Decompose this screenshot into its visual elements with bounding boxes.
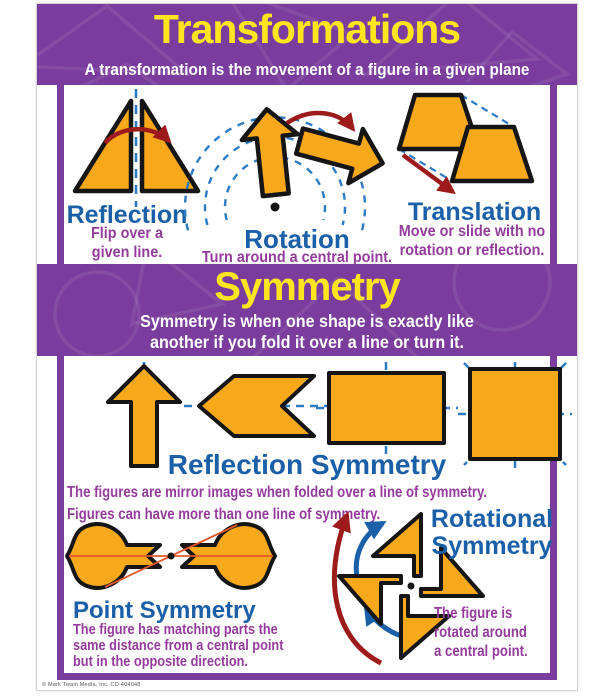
reflection-symmetry-heading: Reflection Symmetry bbox=[167, 449, 447, 480]
symmetry-subtitle: Symmetry is when one shape is exactly li… bbox=[140, 311, 474, 352]
reflection-symmetry-text: The figures are mirror images when folde… bbox=[67, 484, 488, 523]
rotational-symmetry-heading: Rotational Symmetry bbox=[430, 505, 554, 560]
arrow-shape bbox=[106, 364, 182, 468]
right-triangle bbox=[139, 98, 201, 194]
left-triangle bbox=[72, 98, 134, 194]
square-shape bbox=[468, 367, 562, 461]
pinwheel bbox=[337, 512, 485, 660]
flip-arrow bbox=[103, 124, 172, 145]
pinwheel-blade-up bbox=[371, 512, 423, 578]
rotation-caption: Turn around a central point. bbox=[201, 249, 393, 266]
rotation-arrow-top bbox=[353, 520, 387, 578]
rotation-shape-rotated bbox=[293, 126, 385, 186]
transformations-header-band: Transformations A transformation is the … bbox=[37, 4, 577, 85]
reflection-figure bbox=[72, 89, 201, 207]
rotation-arrow-outer bbox=[332, 511, 383, 666]
rotation-heading: Rotation bbox=[244, 224, 350, 254]
trapezoid-translated bbox=[449, 124, 535, 184]
reflection-heading: Reflection bbox=[66, 201, 188, 229]
transformations-section: Reflection Flip over a given line. bbox=[37, 85, 577, 266]
poster-subtitle: A transformation is the movement of a fi… bbox=[84, 60, 530, 79]
poster-title: Transformations bbox=[153, 6, 461, 52]
rotational-symmetry-figure bbox=[332, 511, 485, 666]
translation-caption: Move or slide with no rotation or reflec… bbox=[398, 223, 546, 259]
central-point-dot bbox=[407, 582, 415, 590]
translation-guides bbox=[398, 94, 515, 182]
point-symmetry-heading: Point Symmetry bbox=[73, 597, 256, 624]
reflection-symmetry-figures bbox=[106, 362, 572, 472]
rotation-figure bbox=[183, 106, 385, 231]
frame-bottom-bar bbox=[57, 673, 557, 680]
pinwheel-blade-left bbox=[337, 574, 403, 626]
poster: Transformations A transformation is the … bbox=[36, 3, 578, 691]
rotation-shape-start bbox=[239, 106, 300, 199]
pinwheel-blade-down bbox=[399, 594, 451, 660]
rotational-symmetry-text: The figure is rotated around a central p… bbox=[434, 605, 528, 660]
slide-arrow bbox=[401, 153, 456, 195]
symmetry-header-band: Symmetry Symmetry is when one shape is e… bbox=[37, 264, 577, 356]
reflection-caption: Flip over a given line. bbox=[90, 225, 164, 261]
symmetry-section: Reflection Symmetry The figures are mirr… bbox=[37, 356, 577, 680]
frame-left-bar bbox=[57, 85, 64, 680]
symmetry-title: Symmetry bbox=[214, 265, 400, 309]
rotate-arrow bbox=[285, 110, 356, 132]
translation-heading: Translation bbox=[407, 198, 542, 226]
pinwheel-blade-right bbox=[419, 546, 485, 598]
central-point-dot bbox=[270, 202, 280, 212]
copyright-text: © Mark Twain Media, Inc. CD-404048 bbox=[42, 682, 141, 688]
point-symmetry-figure bbox=[65, 522, 277, 590]
point-symmetry-text: The figure has matching parts the same d… bbox=[73, 621, 284, 670]
central-point-dot bbox=[167, 552, 175, 560]
rectangle-shape bbox=[327, 371, 446, 445]
translation-figure bbox=[396, 92, 535, 195]
chevron-shape bbox=[197, 374, 316, 438]
